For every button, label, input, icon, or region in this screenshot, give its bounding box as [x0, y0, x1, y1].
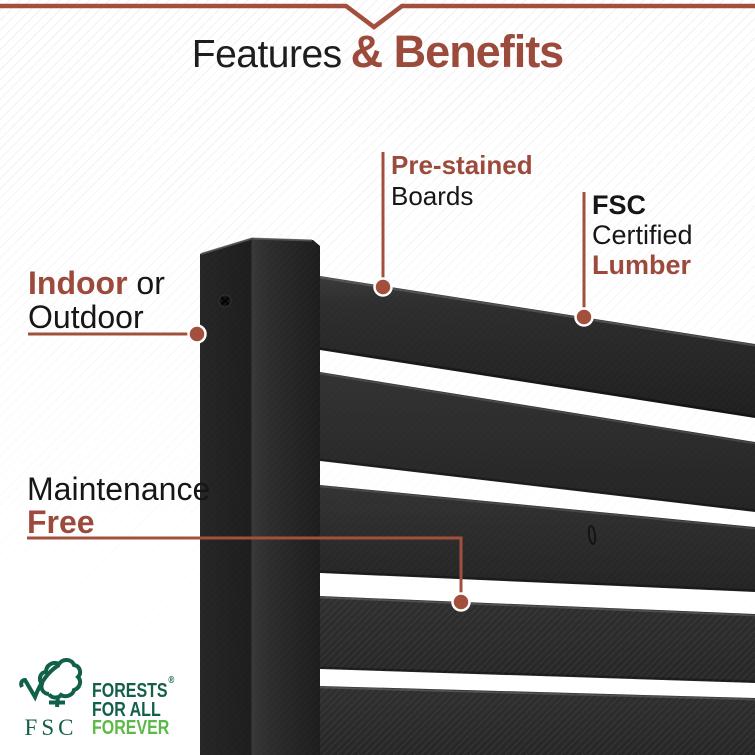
fsc-tree-check-icon	[19, 658, 83, 708]
title-accent: & Benefits	[350, 26, 565, 77]
fsc-certification-logo: FSC FORESTS® FOR ALL FOREVER	[16, 650, 195, 741]
callout-line-maintenance	[27, 536, 463, 594]
fsc-tagline-line: FOREVER	[92, 717, 170, 739]
callout-maintenance-free: Maintenance Free	[27, 473, 210, 539]
callout-prestained-boards: Pre-stained Boards	[391, 150, 533, 212]
callout-dot	[451, 592, 471, 612]
fsc-tagline-line: FORESTS	[92, 680, 168, 702]
fence-slat	[319, 485, 755, 592]
callout-plain-text: or	[127, 265, 165, 301]
callout-plain-text: Certified	[592, 220, 693, 250]
fsc-tagline: FORESTS® FOR ALL FOREVER	[92, 672, 174, 738]
callout-accent-text: Free	[27, 504, 95, 540]
callout-dot	[373, 277, 393, 297]
fence-post	[200, 237, 320, 755]
fence-slat	[319, 372, 755, 512]
screw-head-detail	[218, 294, 232, 308]
fence-top-rail	[319, 276, 755, 418]
callout-plain-text: Outdoor	[28, 299, 144, 335]
title-regular: Features	[191, 33, 342, 76]
fsc-abbr: FSC	[24, 715, 78, 740]
callout-dot	[574, 307, 594, 327]
callout-bold-text: FSC	[592, 190, 646, 220]
callout-plain-text: Boards	[391, 181, 474, 211]
callout-dot	[187, 324, 207, 344]
callout-accent-text: Pre-stained	[391, 150, 533, 180]
fsc-tagline-line: FOR ALL	[92, 698, 161, 721]
registered-trademark-icon: ®	[168, 675, 175, 686]
fsc-mark: FSC	[16, 650, 86, 741]
callout-plain-text: Maintenance	[27, 471, 211, 507]
callout-accent-text: Lumber	[592, 250, 692, 280]
fence-slat	[319, 686, 755, 755]
wood-knot-detail	[587, 525, 597, 545]
callout-fsc-certified-lumber: FSC Certified Lumber	[592, 190, 693, 280]
callout-accent-text: Indoor	[28, 265, 128, 301]
callout-indoor-outdoor: Indoor or Outdoor	[28, 266, 165, 334]
page-title: Features& Benefits	[0, 26, 755, 78]
fence-slat	[319, 596, 755, 683]
chevron-notch-icon	[0, 3, 755, 30]
